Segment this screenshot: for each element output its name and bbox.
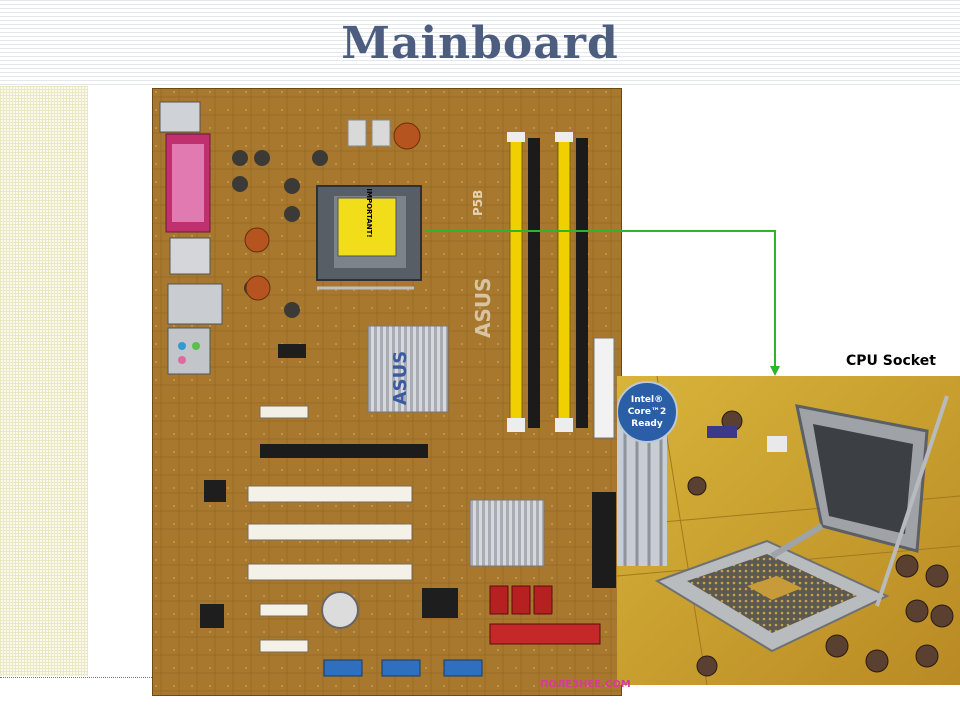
socket-sticker bbox=[337, 197, 397, 257]
pcie-x16-slot bbox=[260, 444, 428, 458]
slide-title: Mainboard bbox=[341, 18, 619, 69]
photo-heatsink bbox=[617, 416, 667, 566]
ide-connector bbox=[489, 623, 601, 645]
header-band bbox=[0, 0, 960, 86]
pointer-arrowhead bbox=[770, 366, 780, 376]
cpu-socket-photo: Intel® Core™2 Ready bbox=[617, 376, 960, 685]
badge-line1: Intel® bbox=[631, 395, 663, 405]
pci-slots bbox=[247, 485, 413, 653]
badge-line3: Ready bbox=[631, 419, 663, 429]
cmos-battery bbox=[321, 591, 359, 629]
io-lan-port bbox=[167, 283, 223, 325]
footer-dotted-line bbox=[0, 677, 152, 678]
watermark: ПОЛЕЗНЕЕ.COM bbox=[540, 679, 631, 690]
intel-core2-badge: Intel® Core™2 Ready bbox=[617, 381, 678, 443]
heatsink-logo: ASUS bbox=[390, 351, 411, 405]
io-ps2-port bbox=[159, 101, 201, 133]
southbridge-heatsink bbox=[469, 499, 545, 567]
side-grid-decoration bbox=[0, 86, 88, 676]
io-audio-ports bbox=[167, 327, 211, 375]
atx-power-connector bbox=[593, 337, 615, 439]
badge-line2: Core™2 bbox=[628, 407, 667, 417]
sticker-label: IMPORTANT! bbox=[365, 188, 373, 237]
board-chip-label: P5B bbox=[471, 190, 485, 216]
io-usb-ports bbox=[169, 237, 211, 275]
cpu-socket-caption: CPU Socket bbox=[846, 353, 936, 369]
mainboard-image: IMPORTANT! ASUS ASUS P5B bbox=[152, 88, 622, 696]
board-brand: ASUS bbox=[471, 277, 495, 338]
